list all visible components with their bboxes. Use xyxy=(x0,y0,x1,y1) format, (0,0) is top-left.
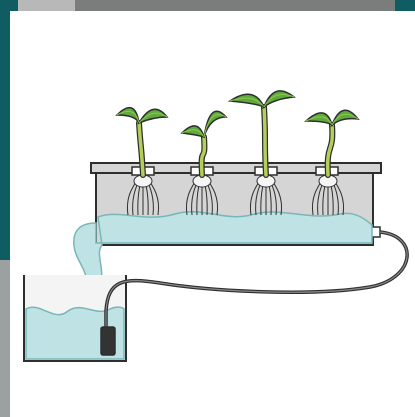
illustration-card xyxy=(10,11,415,417)
return-hose xyxy=(106,232,407,329)
submersible-pump xyxy=(101,327,115,355)
stem xyxy=(264,107,266,175)
leaf-right xyxy=(139,109,167,123)
leaf-right xyxy=(332,110,358,125)
hydroponic-system-diagram xyxy=(10,11,415,417)
leaf-right xyxy=(264,91,294,107)
leaf-left xyxy=(230,94,264,107)
